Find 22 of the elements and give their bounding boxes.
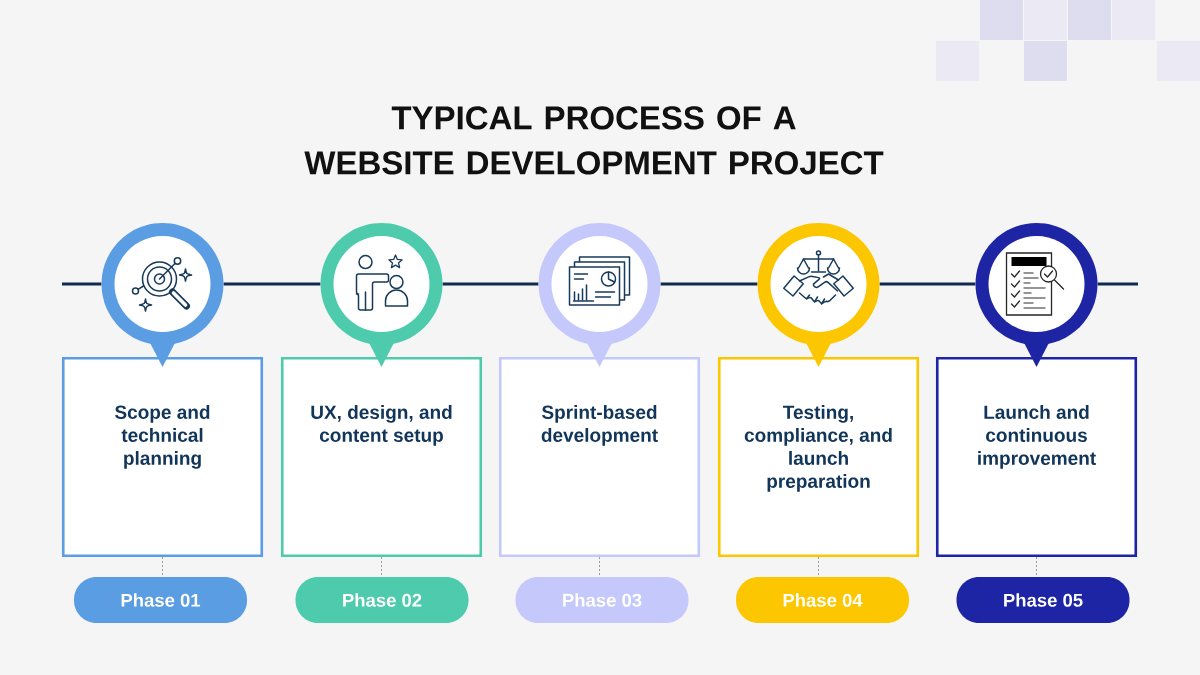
phase-pill: Phase 01 — [74, 577, 247, 623]
phase-pill: Phase 03 — [515, 577, 689, 623]
timeline — [442, 282, 539, 286]
dotted-line — [599, 556, 600, 578]
timeline — [223, 282, 321, 286]
step-box: Sprint-based development — [498, 356, 701, 558]
dotted-line — [381, 556, 382, 578]
timeline — [1097, 282, 1138, 286]
step-box: UX, design, and content setup — [280, 356, 483, 558]
timeline — [879, 282, 976, 286]
step-box: Testing, compliance, and launch preparation — [717, 356, 920, 558]
phase-pill: Phase 04 — [736, 577, 909, 623]
dotted-line — [1036, 556, 1037, 578]
dotted-line — [818, 556, 819, 578]
phase-pill: Phase 05 — [956, 577, 1130, 623]
phase-pill: Phase 02 — [295, 577, 469, 623]
timeline — [62, 282, 102, 286]
step-box: Scope and technical planning — [61, 356, 264, 558]
dotted-line — [162, 556, 163, 578]
title: TYPICAL PROCESS OF A WEBSITE DEVELOPMENT PROJECT — [304, 106, 884, 175]
step-box: Launch and continuous improvement — [935, 356, 1138, 558]
timeline — [660, 282, 758, 286]
